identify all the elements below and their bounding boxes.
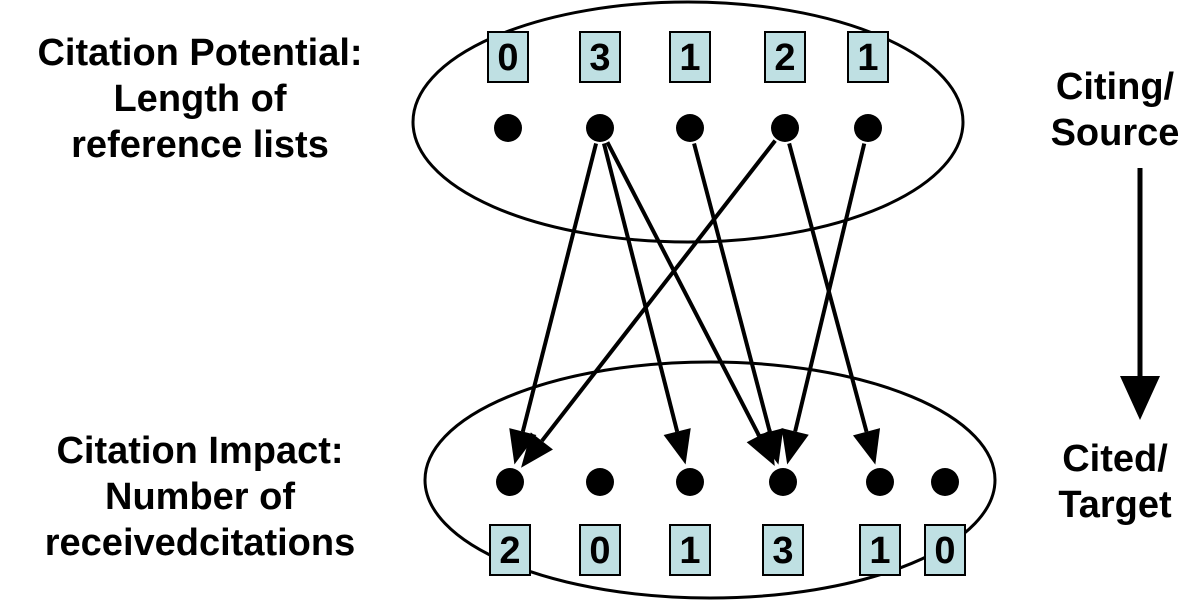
source-count-box-2 <box>579 31 621 83</box>
source-count-box-4 <box>764 31 806 83</box>
citation-arrow-1 <box>520 143 598 433</box>
citation-impact-desc-2: receivedcitations <box>44 522 356 564</box>
source-node-4 <box>771 114 799 142</box>
target-node-6 <box>931 468 959 496</box>
target-count-6: 0 <box>934 530 955 572</box>
source-label: Source <box>1050 112 1180 154</box>
target-label: Target <box>1058 484 1172 526</box>
source-node-5 <box>854 114 882 142</box>
citation-potential-title: Citation Potential: <box>37 32 363 74</box>
source-count-1: 0 <box>497 37 518 79</box>
target-node-3 <box>676 468 704 496</box>
citation-potential-desc-2: reference lists <box>71 124 329 166</box>
source-count-box-3 <box>669 31 711 83</box>
source-count-3: 1 <box>679 37 700 79</box>
citing-label: Citing/ <box>1055 66 1175 108</box>
target-count-5: 1 <box>869 530 890 572</box>
target-node-4 <box>769 468 797 496</box>
citation-arrowhead-4 <box>756 428 784 465</box>
direction-arrow-head <box>1120 376 1160 420</box>
source-nodes: 0 3 1 2 1 <box>487 31 889 142</box>
target-node-5 <box>866 468 894 496</box>
citation-arrowhead-7 <box>781 428 809 465</box>
source-node-2 <box>586 114 614 142</box>
citation-arrow-2 <box>602 143 680 433</box>
citation-arrow-7 <box>793 143 867 432</box>
source-ellipse <box>411 0 965 244</box>
target-count-4: 3 <box>772 530 793 572</box>
target-count-box-3 <box>669 524 711 576</box>
target-count-box-1 <box>489 524 531 576</box>
source-count-4: 2 <box>774 37 795 79</box>
target-node-1 <box>496 468 524 496</box>
target-node-2 <box>586 468 614 496</box>
target-count-box-6 <box>924 524 966 576</box>
target-count-box-5 <box>859 524 901 576</box>
citation-potential-desc-1: Length of <box>113 78 287 120</box>
citation-impact-title: Citation Impact: <box>56 430 344 472</box>
target-ellipse <box>423 360 997 600</box>
source-count-box-5 <box>847 31 889 83</box>
citation-arrowhead-6 <box>853 428 881 465</box>
source-count-5: 1 <box>857 37 878 79</box>
cited-label: Cited/ <box>1062 438 1168 480</box>
citation-arrow-5 <box>540 139 777 443</box>
citation-potential-label: Citation Potential: Length of reference … <box>0 30 400 168</box>
citation-arrow-3 <box>605 141 761 437</box>
citation-impact-label: Citation Impact: Number of receivedcitat… <box>0 428 400 566</box>
source-count-2: 3 <box>589 37 610 79</box>
source-node-1 <box>494 114 522 142</box>
target-count-box-4 <box>762 524 804 576</box>
target-nodes: 2 0 1 3 1 0 <box>489 468 966 576</box>
target-count-2: 0 <box>589 530 610 572</box>
target-count-1: 2 <box>499 530 520 572</box>
source-node-3 <box>676 114 704 142</box>
cited-target-label: Cited/ Target <box>1030 436 1200 528</box>
citation-arrow-4 <box>692 142 772 433</box>
source-count-box-1 <box>487 31 529 83</box>
citing-source-label: Citing/ Source <box>1030 64 1200 156</box>
citation-arrows <box>509 139 881 468</box>
citation-arrowhead-2 <box>663 428 691 465</box>
target-count-3: 1 <box>679 530 700 572</box>
citation-impact-desc-1: Number of <box>105 476 295 518</box>
target-count-box-2 <box>579 524 621 576</box>
citation-arrowhead-5 <box>521 432 553 468</box>
